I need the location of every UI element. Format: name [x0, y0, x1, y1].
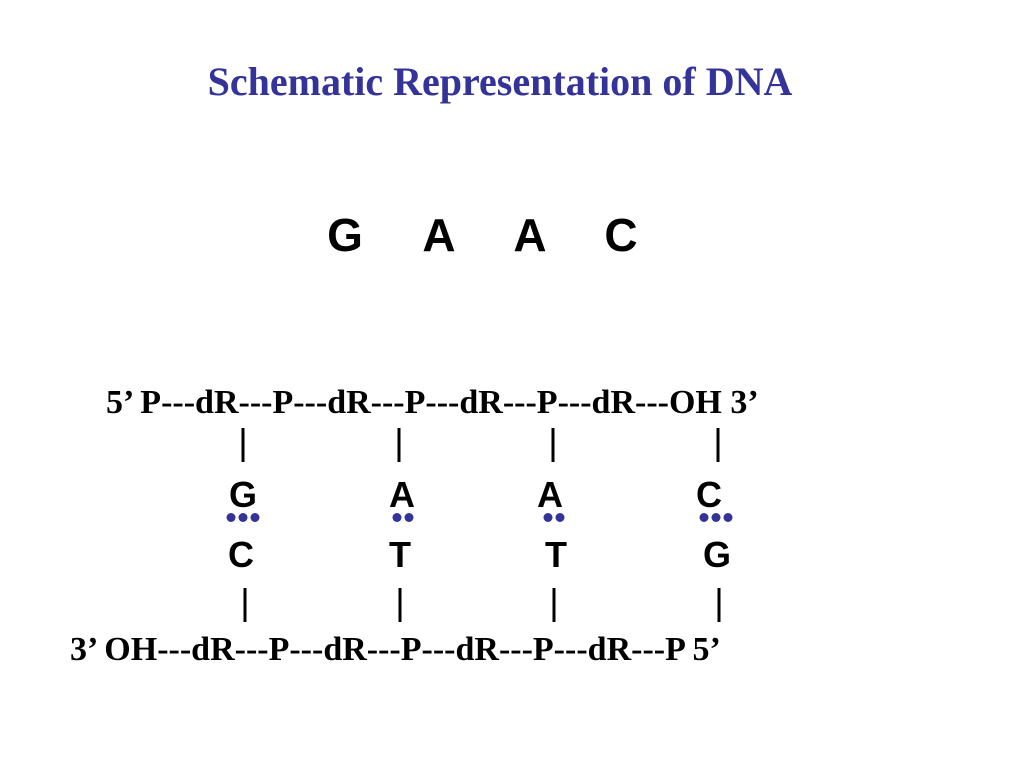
bottom-strand: 3’ OH---dR---P---dR---P---dR---P---dR---… — [70, 631, 721, 668]
hydrogen-bond-dot — [699, 513, 709, 522]
hydrogen-bond-dot — [555, 513, 565, 522]
backbone-bond — [716, 428, 720, 462]
top-base: G — [228, 474, 258, 515]
backbone-bond — [551, 428, 555, 462]
hydrogen-bond-dot — [723, 513, 733, 522]
hydrogen-bond-dots — [543, 513, 565, 522]
backbone-bond — [241, 428, 245, 462]
top-strand: 5’ P---dR---P---dR---P---dR---P---dR---O… — [106, 384, 759, 421]
hydrogen-bond-dot — [711, 513, 721, 522]
bottom-base: G — [702, 534, 732, 575]
top-base: C — [696, 474, 722, 515]
sequence-letter: A — [513, 209, 547, 261]
backbone-bond — [398, 588, 402, 622]
hydrogen-bond-dot — [238, 513, 248, 522]
hydrogen-bond-dot — [404, 513, 414, 522]
hydrogen-bond-dot — [226, 513, 236, 522]
hydrogen-bond-dot — [250, 513, 260, 522]
hydrogen-bond-dots — [392, 513, 414, 522]
hydrogen-bond-dots — [226, 513, 260, 522]
hydrogen-bond-dot — [392, 513, 402, 522]
top-base: A — [389, 474, 415, 515]
bottom-base: T — [389, 534, 411, 575]
top-base: A — [537, 474, 563, 515]
backbone-bond — [397, 428, 401, 462]
sequence-letter: C — [604, 209, 638, 261]
page-title: Schematic Representation of DNA — [207, 59, 793, 104]
backbone-bond — [243, 588, 247, 622]
hydrogen-bond-dot — [543, 513, 553, 522]
bottom-base: T — [545, 534, 567, 575]
sequence-letter: G — [327, 209, 363, 261]
backbone-bond — [552, 588, 556, 622]
hydrogen-bond-dots — [699, 513, 733, 522]
sequence-letter: A — [422, 209, 456, 261]
bottom-base: C — [228, 534, 254, 575]
backbone-bond — [717, 588, 721, 622]
